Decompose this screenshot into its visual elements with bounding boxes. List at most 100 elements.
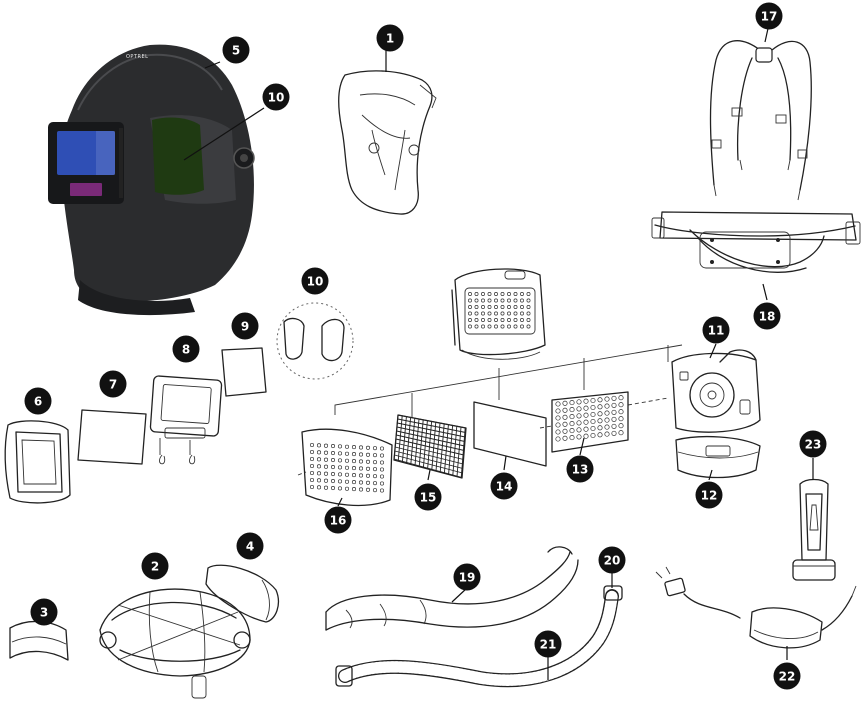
callout-number: 1 <box>386 31 394 45</box>
callout-badge-circle <box>534 630 562 658</box>
callout-number: 12 <box>701 488 718 502</box>
callout-number: 6 <box>34 394 42 408</box>
callout-number: 17 <box>761 9 778 23</box>
exploded-view-lines <box>297 344 683 476</box>
callout-outer-cover-lens-frame: 6 <box>24 387 52 415</box>
callout-badge-circle <box>695 481 723 509</box>
callout-number: 3 <box>40 605 48 619</box>
outer-frame-illustration <box>4 420 71 504</box>
callout-number: 23 <box>805 437 822 451</box>
cartridge-illustration <box>149 375 223 465</box>
callout-blower-unit: 11 <box>702 316 730 344</box>
callout-number: 4 <box>246 539 254 553</box>
callout-number: 15 <box>420 490 437 504</box>
callout-badge-circle <box>453 563 481 591</box>
side-window-inset-illustration <box>276 302 354 380</box>
callout-badge-circle <box>24 387 52 415</box>
callout-face-seal: 1 <box>376 24 404 52</box>
callout-badge-circle <box>753 302 781 330</box>
callout-headgear: 2 <box>141 552 169 580</box>
callout-badge-circle <box>222 36 250 64</box>
callout-number: 22 <box>779 669 796 683</box>
callout-number: 13 <box>572 462 589 476</box>
hose-cover-illustration <box>325 546 579 631</box>
callout-badge-circle <box>414 483 442 511</box>
callout-number: 16 <box>330 513 347 527</box>
callout-hose-connector: 20 <box>598 546 626 574</box>
callout-badge-circle <box>702 316 730 344</box>
callout-badge-circle <box>141 552 169 580</box>
callout-badge-circle <box>172 335 200 363</box>
callout-side-window-inset: 10 <box>301 267 329 295</box>
callout-badge-circle <box>566 455 594 483</box>
callout-airflow-indicator: 23 <box>799 430 827 458</box>
callout-belt: 18 <box>753 302 781 330</box>
callout-number: 18 <box>759 309 776 323</box>
callout-welding-cartridge: 8 <box>172 335 200 363</box>
callout-badge-circle <box>99 370 127 398</box>
pre-filter-illustration <box>473 401 547 467</box>
harness-illustration <box>709 40 812 201</box>
callout-particle-filter: 13 <box>566 455 594 483</box>
callout-badge-circle <box>231 312 259 340</box>
callout-badge-circle <box>773 662 801 690</box>
callout-badge-circle <box>236 532 264 560</box>
callout-number: 11 <box>708 323 725 337</box>
headgear-illustration <box>99 588 251 699</box>
callout-sweatband: 3 <box>30 598 58 626</box>
callout-badge-circle <box>376 24 404 52</box>
particle-filter-illustration <box>551 391 629 453</box>
callout-inner-cover-lens: 9 <box>231 312 259 340</box>
callout-badge-circle <box>262 83 290 111</box>
helmet-illustration: OPTREL <box>48 44 255 316</box>
callout-side-window: 10 <box>262 83 290 111</box>
callout-breathing-hose: 21 <box>534 630 562 658</box>
blower-illustration <box>671 349 761 433</box>
belt-illustration <box>651 211 861 273</box>
charger-illustration <box>655 566 857 649</box>
callout-number: 2 <box>151 559 159 573</box>
inner-cover-lens-illustration <box>221 347 267 397</box>
callout-number: 19 <box>459 570 476 584</box>
leader-lines <box>183 23 814 680</box>
callout-hose-cover: 19 <box>453 563 481 591</box>
callout-head-pad: 4 <box>236 532 264 560</box>
callout-battery-charger: 22 <box>773 662 801 690</box>
breathing-hose-illustration <box>335 585 623 688</box>
battery-illustration <box>675 435 761 479</box>
filter-cover-illustration <box>301 428 393 507</box>
callout-badge-circle <box>598 546 626 574</box>
callout-number: 10 <box>307 274 324 288</box>
brand-logo: OPTREL <box>126 54 148 60</box>
callout-number: 14 <box>496 479 513 493</box>
callout-spark-arrestor: 15 <box>414 483 442 511</box>
callout-badge-circle <box>755 2 783 30</box>
callout-badge-circle <box>30 598 58 626</box>
callout-number: 9 <box>241 319 249 333</box>
callout-harness: 17 <box>755 2 783 30</box>
callout-badge-circle <box>799 430 827 458</box>
callout-helmet-shell: 5 <box>222 36 250 64</box>
callout-number: 10 <box>268 90 285 104</box>
outer-cover-lens-illustration <box>77 409 147 465</box>
callout-badge-circle <box>324 506 352 534</box>
airflow-indicator-illustration <box>792 478 836 581</box>
callout-number: 5 <box>232 43 240 57</box>
callout-number: 20 <box>604 553 621 567</box>
callout-battery: 12 <box>695 481 723 509</box>
callout-number: 7 <box>109 377 117 391</box>
spark-arrestor-illustration <box>393 414 467 479</box>
callout-filter-cover: 16 <box>324 506 352 534</box>
callout-badge-circle <box>301 267 329 295</box>
callout-badge-circle <box>490 472 518 500</box>
callout-number: 8 <box>182 342 190 356</box>
callout-outer-cover-lens: 7 <box>99 370 127 398</box>
sweatband-illustration <box>9 620 69 661</box>
callout-pre-filter: 14 <box>490 472 518 500</box>
filter-housing-illustration <box>451 268 546 360</box>
head-pad-illustration <box>205 564 280 623</box>
face-seal-illustration <box>337 70 437 215</box>
callout-number: 21 <box>540 637 557 651</box>
